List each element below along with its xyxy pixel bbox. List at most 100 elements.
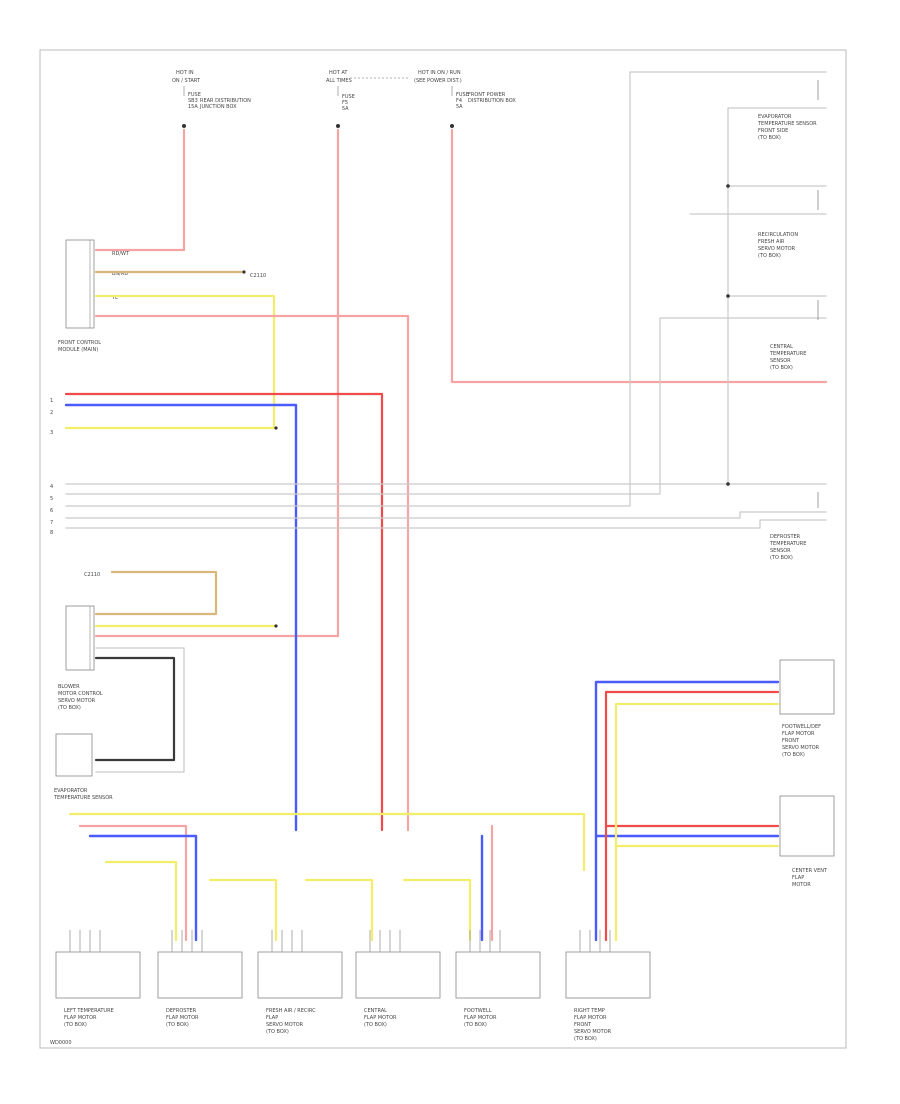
- diagram-border: [39, 49, 847, 1049]
- source-2-line2: ALL TIMES: [326, 78, 352, 84]
- source-3-line1: HOT IN ON / RUN: [418, 70, 461, 76]
- bottom-motor-4-label-2: FLAP MOTOR: [364, 1015, 397, 1021]
- humidity-label-2: TEMPERATURE SENSOR: [53, 795, 113, 801]
- source-3-fuse3: 5A: [456, 104, 463, 110]
- bottom-motor-5-label-2: FLAP MOTOR: [464, 1015, 497, 1021]
- rs4-label-1: DEFROSTER: [770, 534, 801, 540]
- bottom-motor-3-label-4: (TO BOX): [266, 1029, 289, 1035]
- gray-pin-5: 8: [50, 530, 53, 536]
- fcm-connector-label: C2110: [250, 273, 266, 279]
- bottom-motor-2-label-3: (TO BOX): [166, 1022, 189, 1028]
- blower-label-1: BLOWER: [58, 684, 80, 690]
- source-3-note1: FRONT POWER: [468, 92, 506, 98]
- rs3-label-1: CENTRAL: [770, 344, 793, 350]
- rs3-label-4: (TO BOX): [770, 365, 793, 371]
- source-2-fuse1: FUSE: [342, 94, 355, 100]
- flap1-label-1: FOOTWELL/DEF: [782, 724, 821, 730]
- source-1-note2: JUNCTION BOX: [199, 104, 237, 110]
- source-3-note2: DISTRIBUTION BOX: [468, 98, 516, 104]
- source-1-fuse3: 15A: [188, 104, 198, 110]
- bus-pin-2: 2: [50, 410, 53, 416]
- gray-pin-2: 5: [50, 496, 53, 502]
- blower-label-2: MOTOR CONTROL: [58, 691, 103, 697]
- rs4-label-2: TEMPERATURE: [769, 541, 806, 547]
- source-1: HOT IN ON / START FUSE SB3 15A REAR DIST…: [172, 70, 251, 128]
- rs3-label-2: TEMPERATURE: [769, 351, 806, 357]
- source-1-fuse2: SB3: [188, 98, 198, 104]
- rs4-label-4: (TO BOX): [770, 555, 793, 561]
- bottom-motor-1-label-3: (TO BOX): [64, 1022, 87, 1028]
- flap1-label-4: SERVO MOTOR: [782, 745, 820, 751]
- bottom-motor-3-label-1: FRESH AIR / RECIRC: [266, 1008, 316, 1014]
- footer-code: WD0000: [50, 1040, 72, 1046]
- middle-bus: 1 2 3: [50, 392, 384, 832]
- rs1-label-4: (TO BOX): [758, 135, 781, 141]
- source-1-line2: ON / START: [172, 78, 201, 84]
- rs2-label-3: SERVO MOTOR: [758, 246, 796, 252]
- bottom-motor-6-label-2: FLAP MOTOR: [574, 1015, 607, 1021]
- blower-label-3: SERVO MOTOR: [58, 698, 96, 704]
- bottom-motor-3-label-3: SERVO MOTOR: [266, 1022, 304, 1028]
- bus-pin-1: 1: [50, 398, 53, 404]
- bottom-motor-6-label-1: RIGHT TEMP: [574, 1008, 605, 1014]
- bottom-motor-1-label-1: LEFT TEMPERATURE: [64, 1008, 114, 1014]
- source-3-fuse1: FUSE: [456, 92, 469, 98]
- humidity-label-1: EVAPORATOR: [54, 788, 88, 794]
- bottom-motor-3-label-2: FLAP: [266, 1015, 278, 1021]
- source-2-fuse2: F5: [342, 100, 348, 106]
- flap2-label-2: FLAP: [792, 875, 804, 881]
- source-3-fuse2: F4: [456, 98, 462, 104]
- flap1-label-5: (TO BOX): [782, 752, 805, 758]
- bottom-distribution: [68, 812, 618, 942]
- front-control-module: FRONT CONTROL MODULE (MAIN) RD/WT BN/RD …: [58, 239, 266, 353]
- gray-pin-1: 4: [50, 484, 53, 490]
- fcm-wire-label-1: RD/WT: [112, 251, 130, 257]
- blower-connector-label: C2110: [84, 572, 100, 578]
- rs2-label-1: RECIRCULATION: [758, 232, 798, 238]
- bottom-motor-4-label-1: CENTRAL: [364, 1008, 387, 1014]
- rs1-label-2: TEMPERATURE SENSOR: [757, 121, 817, 127]
- fcm-wires: [94, 270, 410, 832]
- bottom-motor-6-label-3: FRONT: [574, 1022, 592, 1028]
- source-2-fuse3: 5A: [342, 106, 349, 112]
- grey-signal-bus: 4 5 6 7 8: [50, 71, 827, 536]
- gray-pin-4: 7: [50, 520, 53, 526]
- source-2: HOT AT ALL TIMES FUSE F5 5A: [326, 70, 410, 128]
- bottom-motor-6-label-5: (TO BOX): [574, 1036, 597, 1042]
- gray-pin-3: 6: [50, 508, 53, 514]
- bottom-motor-5-label-1: FOOTWELL: [464, 1008, 492, 1014]
- fcm-wire-label-3: YE: [111, 295, 118, 301]
- feed-wires: [94, 128, 828, 638]
- source-1-note1: REAR DISTRIBUTION: [200, 98, 251, 104]
- source-1-line1: HOT IN: [176, 70, 194, 76]
- right-sensors: EVAPORATOR TEMPERATURE SENSOR FRONT SIDE…: [757, 80, 819, 561]
- fcm-wire-label-2: BN/RD: [112, 271, 128, 277]
- blower-control: C2110 BLOWER MOTOR CONTROL SERVO MOTOR (…: [53, 570, 278, 801]
- rs2-label-4: (TO BOX): [758, 253, 781, 259]
- rs1-label-1: EVAPORATOR: [758, 114, 792, 120]
- bottom-motor-1-label-2: FLAP MOTOR: [64, 1015, 97, 1021]
- flap2-label-1: CENTER VENT: [792, 868, 828, 874]
- source-3-line2: (SEE POWER DIST.): [414, 78, 462, 84]
- source-3: HOT IN ON / RUN (SEE POWER DIST.) FUSE F…: [414, 70, 516, 128]
- rs2-label-2: FRESH AIR: [758, 239, 785, 245]
- right-flap-motors: FOOTWELL/DEF FLAP MOTOR FRONT SERVO MOTO…: [594, 659, 835, 888]
- rs3-label-3: SENSOR: [770, 358, 791, 364]
- source-2-line1: HOT AT: [329, 70, 348, 76]
- bottom-motor-2-label-2: FLAP MOTOR: [166, 1015, 199, 1021]
- rs4-label-3: SENSOR: [770, 548, 791, 554]
- rs1-label-3: FRONT SIDE: [758, 128, 788, 134]
- blower-label-4: (TO BOX): [58, 705, 81, 711]
- bottom-motor-2-label-1: DEFROSTER: [166, 1008, 197, 1014]
- bottom-motor-6-label-4: SERVO MOTOR: [574, 1029, 612, 1035]
- flap1-label-2: FLAP MOTOR: [782, 731, 815, 737]
- bus-pin-3: 3: [50, 430, 53, 436]
